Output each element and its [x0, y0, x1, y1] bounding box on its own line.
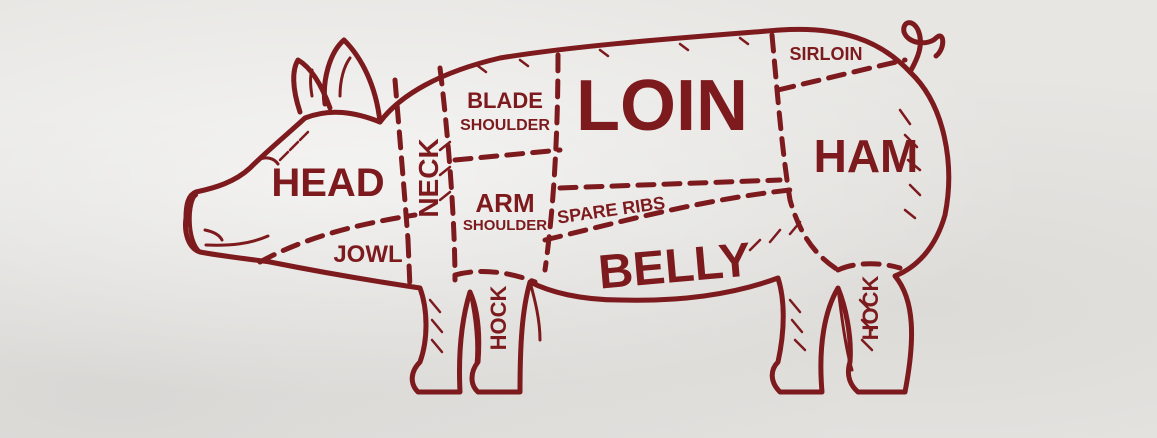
cut-line-neck-vertical	[408, 240, 410, 288]
cut-line-rear-hock	[838, 264, 900, 270]
neck-label: NECK	[413, 138, 444, 217]
arm-shoulder-label-line1: ARM	[475, 188, 534, 218]
cut-line-loin-belly	[560, 180, 780, 188]
front-hock-label: HOCK	[486, 286, 511, 351]
jowl-label: JOWL	[333, 241, 402, 268]
ham-label: HAM	[814, 130, 919, 182]
blade-shoulder-label-line2: SHOULDER	[460, 117, 550, 134]
head-label: HEAD	[271, 161, 384, 205]
cut-line-shoulder-horizontal	[455, 150, 560, 160]
blade-shoulder-label-line1: BLADE	[467, 88, 543, 113]
loin-label: LOIN	[576, 66, 748, 146]
arm-shoulder-label-line2: SHOULDER	[463, 217, 547, 234]
sirloin-label: SIRLOIN	[789, 44, 862, 64]
rear-hock-label: HOCK	[858, 276, 883, 341]
right-ear-outline	[324, 40, 380, 122]
tail-curl	[904, 23, 943, 72]
cut-line-front-hock	[455, 271, 535, 282]
cut-line-sirloin	[778, 60, 905, 90]
